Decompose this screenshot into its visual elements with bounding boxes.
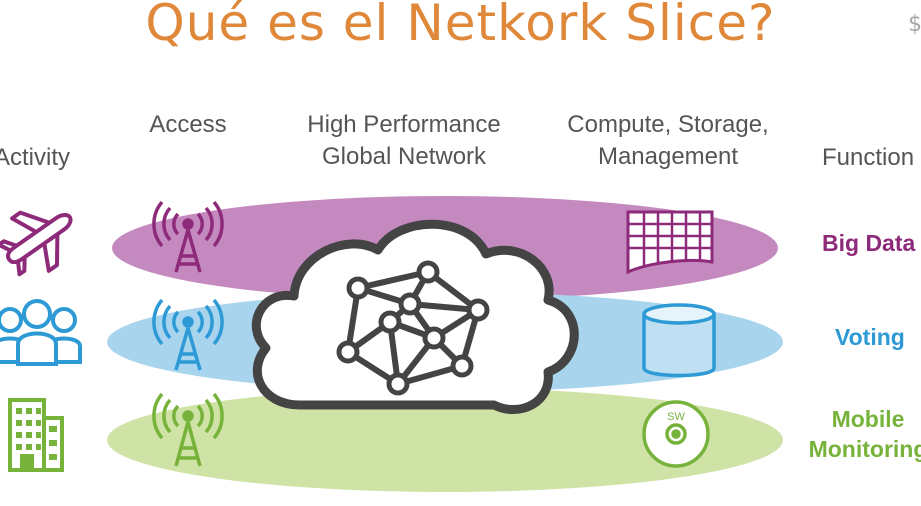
header-network: High Performance Global Network: [282, 109, 526, 173]
slice-green: [107, 388, 783, 492]
radio-tower-icon-blue: [152, 298, 224, 371]
function-mobile-monitoring: Mobile Monitoring: [808, 404, 921, 464]
header-compute: Compute, Storage, Management: [544, 109, 792, 173]
header-compute-line-1: Compute, Storage,: [567, 111, 769, 138]
disc-label: SW: [667, 411, 685, 423]
header-compute-line-2: Management: [597, 143, 739, 170]
header-network-line-2: Global Network: [321, 143, 487, 170]
header-access: Access: [149, 111, 227, 138]
radio-tower-icon-purple: [152, 200, 224, 273]
airplane-icon: [0, 210, 73, 277]
storage-cylinder-icon: [642, 303, 716, 378]
function-voting: Voting: [835, 324, 905, 350]
function-big-data: Big Data: [822, 230, 916, 256]
people-group-icon: [0, 299, 82, 366]
software-disc-icon: [642, 400, 710, 468]
edge-fragment: $: [908, 12, 921, 37]
cloud-icon: [251, 219, 579, 414]
function-mobile-line-1: Mobile: [831, 406, 905, 432]
mesh-nodes: [336, 260, 490, 396]
data-center-grid-icon: [626, 210, 714, 275]
header-activity: Activity: [0, 144, 71, 171]
page-title: Qué es el Netkork Slice?: [145, 0, 776, 52]
header-function: Function: [822, 144, 915, 171]
header-network-line-1: High Performance: [307, 111, 501, 138]
radio-tower-icon-green: [152, 392, 224, 467]
function-mobile-line-2: Monitoring: [808, 436, 921, 462]
grid-cells: [628, 212, 712, 268]
building-windows: [16, 408, 57, 460]
